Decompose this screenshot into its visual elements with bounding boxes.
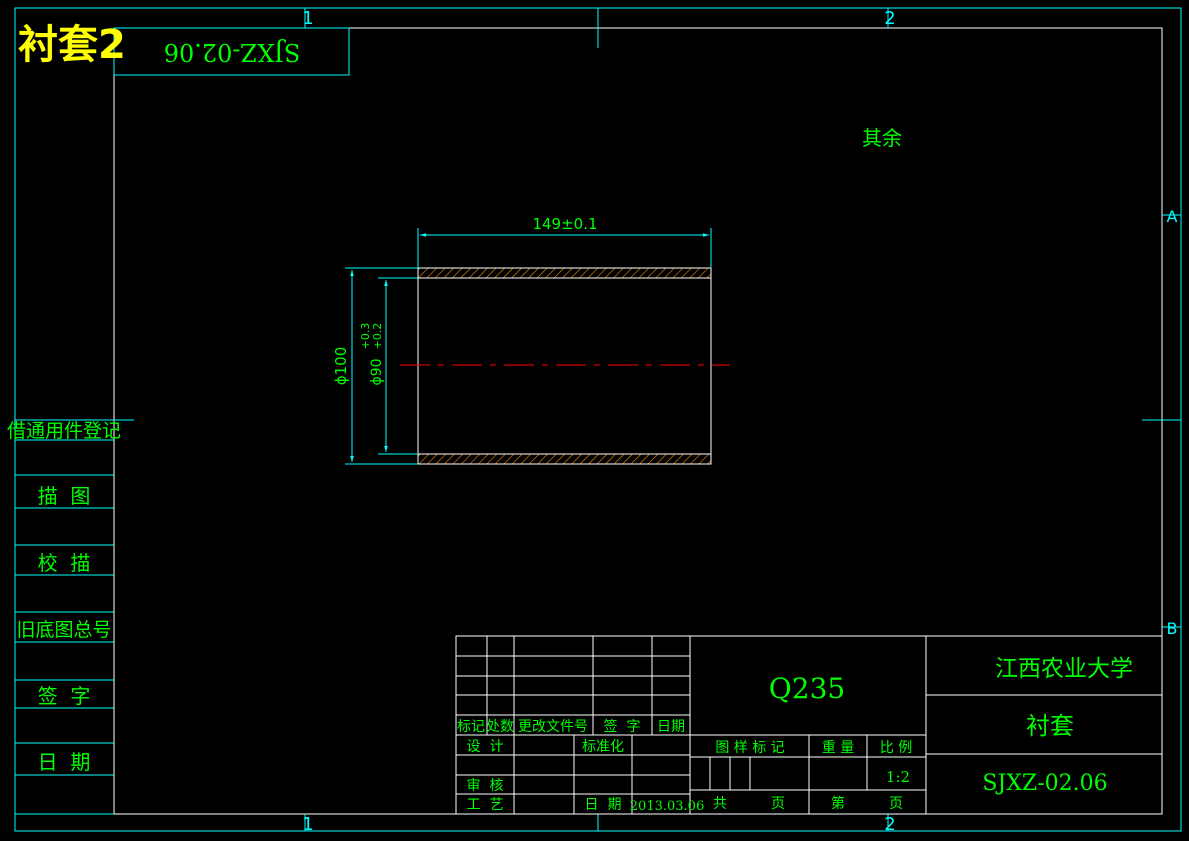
page-label: 页: [889, 796, 903, 812]
scale-label: 比 例: [880, 740, 912, 756]
inner-dia-text: ϕ90: [369, 358, 385, 385]
title-block: [455, 635, 1163, 815]
date-label: 日 期: [585, 797, 622, 813]
zone-ticks: [15, 8, 1181, 831]
inner-border: [113, 27, 1163, 815]
rev-header-sign: 签 字: [604, 718, 641, 735]
zone-label-right-b: B: [1167, 619, 1178, 638]
rev-header-count: 处数: [486, 719, 514, 735]
zone-label-top-2: 2: [884, 8, 895, 29]
left-panel-row-5: 日 期: [38, 750, 91, 774]
inner-tol-upper: +0.3: [359, 323, 372, 350]
standardize-label: 标准化: [582, 739, 624, 755]
length-dimension: [417, 228, 712, 268]
number-label: 第: [831, 795, 845, 812]
part-name: 衬套: [1026, 712, 1074, 740]
left-panel: [15, 439, 114, 815]
mirrored-drawing-code: SJXZ-02.06: [164, 38, 301, 66]
date-value: 2013.03.06: [630, 799, 704, 814]
inner-tol-lower: +0.2: [371, 323, 384, 350]
zone-label-right-a: A: [1167, 207, 1178, 226]
zone-label-bottom-1: 1: [302, 814, 313, 835]
total-sheet-label: 页: [771, 796, 785, 812]
left-panel-register: 借通用件登记: [7, 420, 121, 442]
zone-label-top-1: 1: [302, 8, 313, 29]
overlay-title: 衬套2: [18, 22, 126, 68]
outer-dia-text: ϕ100: [332, 347, 350, 386]
bottom-wall-hatch: [417, 453, 712, 465]
university-name: 江西农业大学: [995, 656, 1133, 682]
rev-header-mark: 标记: [457, 719, 485, 735]
left-panel-row-2: 校 描: [38, 551, 91, 575]
zone-label-bottom-2: 2: [884, 814, 895, 835]
inner-diameter-dimension: [378, 277, 418, 455]
rev-header-date: 日期: [657, 719, 685, 735]
total-label: 共: [713, 796, 727, 812]
outer-frame: [14, 7, 1182, 832]
weight-label: 重 量: [822, 740, 854, 756]
bushing-section: [400, 267, 730, 465]
scale-value: 1:2: [886, 768, 910, 786]
left-panel-row-1: 描 图: [38, 484, 91, 508]
top-wall-hatch: [417, 267, 712, 279]
drawing-number: SJXZ-02.06: [982, 771, 1107, 796]
rev-header-doc: 更改文件号: [518, 719, 588, 735]
stage-label: 图 样 标 记: [715, 740, 784, 756]
code-box: [113, 27, 350, 76]
left-panel-row-4: 签 字: [38, 684, 91, 708]
length-dim-text: 149±0.1: [532, 215, 597, 233]
review-label: 审 核: [467, 778, 504, 794]
surface-note: 其余: [862, 126, 902, 150]
design-label: 设 计: [467, 739, 504, 755]
material-text: Q235: [769, 672, 845, 705]
left-panel-row-3: 旧底图总号: [16, 619, 111, 641]
process-label: 工 艺: [467, 797, 504, 813]
outer-diameter-dimension: [345, 267, 418, 465]
